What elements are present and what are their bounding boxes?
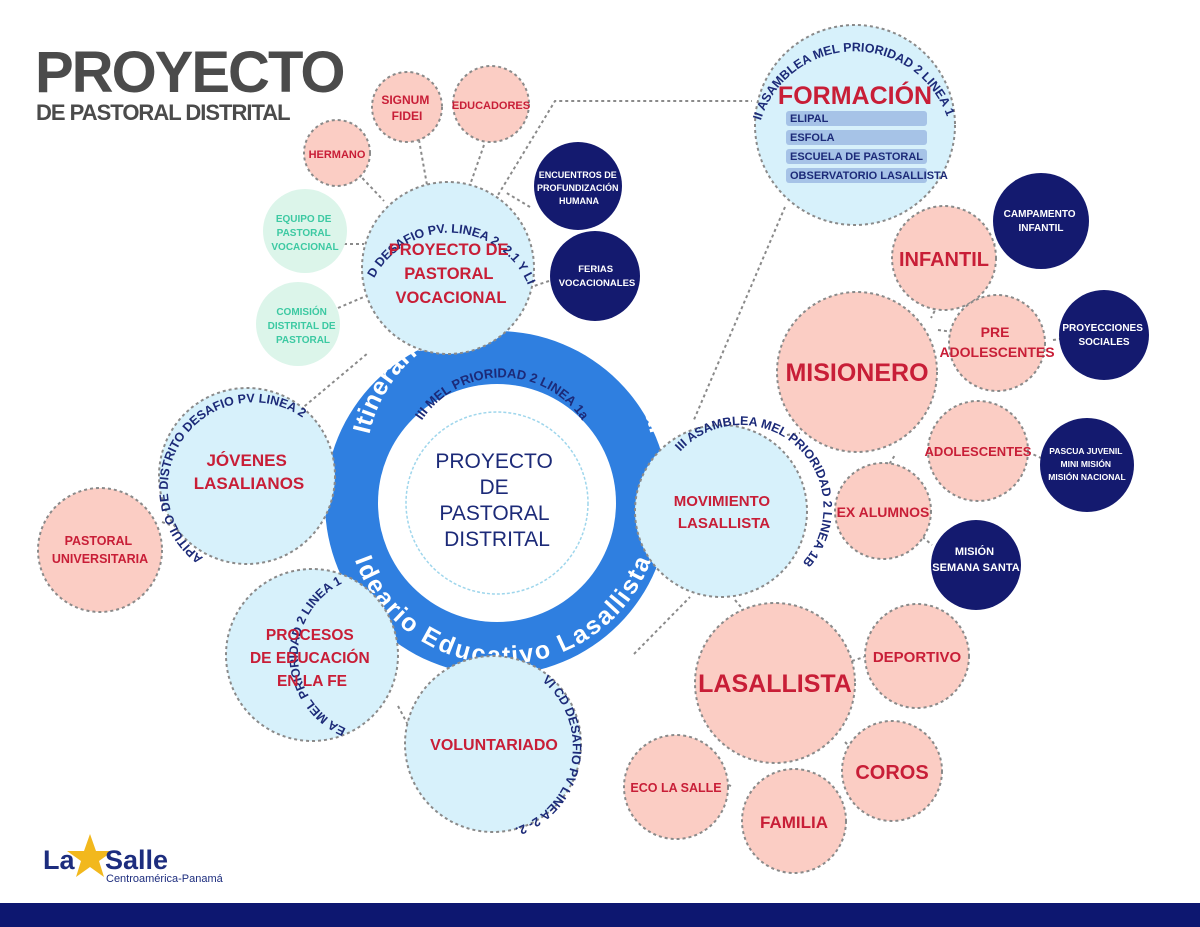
node-educadores: EDUCADORES	[452, 65, 530, 143]
node-hermano: HERMANO	[303, 119, 371, 187]
svg-text:DE PASTORAL DISTRITAL: DE PASTORAL DISTRITAL	[36, 100, 290, 125]
svg-text:ESFOLA: ESFOLA	[790, 132, 835, 144]
node-pastoral-universitaria: PASTORAL UNIVERSITARIA	[37, 487, 163, 613]
svg-text:INFANTIL: INFANTIL	[899, 249, 989, 271]
svg-text:MISIÓN SEMANA SANTA: MISIÓN SEMANA SANTA	[932, 545, 1019, 574]
node-ferias: FERIAS VOCACIONALES	[550, 231, 640, 321]
la-salle-logo: La Salle Centroamérica-Panamá	[43, 834, 224, 885]
svg-text:FERIAS VOCACIONALES: FERIAS VOCACIONALES	[559, 264, 636, 289]
svg-text:ELIPAL: ELIPAL	[790, 113, 829, 125]
node-misionero: MISIONERO	[776, 291, 938, 453]
svg-text:PROCESOS DE EDUCACIÓN: PROCESOS DE EDUCACIÓN EN LA FE	[250, 627, 374, 690]
svg-text:PRE ADOLESCENTES: PRE ADOLESCENTES	[939, 324, 1054, 360]
node-equipo-pastoral: EQUIPO DE PASTORAL VOCACIONAL	[263, 189, 347, 273]
svg-text:PASCUA JUVENIL MINI MISI: PASCUA JUVENIL MINI MISIÓN MISIÓN NACION…	[1048, 446, 1125, 482]
svg-text:MISIONERO: MISIONERO	[785, 359, 928, 387]
svg-text:FORMACIÓN: FORMACIÓN	[778, 80, 932, 110]
footer-bar	[0, 903, 1200, 927]
node-comision-distrital: COMISIÓN DISTRITAL DE PASTORAL	[256, 282, 340, 366]
svg-text:PASTORAL UNIVERSITARIA: PASTORAL UNIVERSITARIA	[52, 534, 148, 566]
node-pascua-juvenil: PASCUA JUVENIL MINI MISIÓN MISIÓN NACION…	[1040, 418, 1134, 512]
svg-text:JÓVENES LASALIANOS: JÓVENES LASALIANOS	[194, 451, 305, 493]
node-proyecciones-sociales: PROYECCIONES SOCIALES	[1059, 290, 1149, 380]
svg-text:EQUIPO DE PASTORAL: EQUIPO DE PASTORAL VOCACIONAL	[271, 214, 338, 253]
svg-text:PROYECCIONES SOCIALES: PROYECCIONES SOCIALES	[1062, 323, 1145, 348]
node-familia: FAMILIA	[741, 768, 847, 874]
node-deportivo: DEPORTIVO	[864, 603, 970, 709]
svg-text:DEPORTIVO: DEPORTIVO	[873, 649, 962, 666]
svg-text:COROS: COROS	[855, 762, 928, 784]
node-pre-adolescentes: PRE ADOLESCENTES	[939, 294, 1055, 392]
page-title: PROYECTO DE PASTORAL DISTRITAL	[35, 40, 345, 125]
svg-text:HERMANO: HERMANO	[309, 149, 366, 161]
svg-text:SIGNUM FIDEI: SIGNUM FIDEI	[381, 93, 432, 123]
center-label: PROYECTO DE PASTORAL DISTRITAL	[435, 450, 558, 551]
node-campamento-infantil: CAMPAMENTO INFANTIL	[993, 173, 1089, 269]
svg-text:EX ALUMNOS: EX ALUMNOS	[837, 504, 930, 520]
svg-text:LASALLISTA: LASALLISTA	[698, 670, 852, 698]
svg-text:La: La	[43, 845, 75, 875]
svg-text:FAMILIA: FAMILIA	[760, 813, 828, 832]
svg-text:COMISIÓN DISTRITAL DE: COMISIÓN DISTRITAL DE PASTORAL	[268, 305, 339, 346]
node-signum-fidei: SIGNUM FIDEI	[371, 71, 443, 143]
node-ex-alumnos: EX ALUMNOS	[834, 462, 932, 560]
svg-text:ECO LA SALLE: ECO LA SALLE	[630, 781, 721, 795]
svg-text:ADOLESCENTES: ADOLESCENTES	[925, 444, 1032, 459]
svg-text:PROYECTO DE PASTORAL: PROYECTO DE PASTORAL VOCACIONAL	[389, 241, 513, 307]
svg-text:Salle: Salle	[105, 845, 168, 875]
node-coros: COROS	[841, 720, 943, 822]
svg-text:Centroamérica-Panamá: Centroamérica-Panamá	[106, 873, 224, 885]
svg-text:ESCUELA DE PASTORAL: ESCUELA DE PASTORAL	[790, 151, 923, 163]
svg-text:PROYECTO: PROYECTO	[35, 40, 343, 105]
node-encuentros: ENCUENTROS DE PROFUNDIZACIÓN HUMANA	[534, 142, 622, 230]
svg-text:MOVIMIENTO LASALLISTA: MOVIMIENTO LASALLISTA	[674, 493, 775, 532]
svg-text:CAMPAMENTO INFANTIL: CAMPAMENTO INFANTIL	[1004, 209, 1079, 234]
node-eco-la-salle: ECO LA SALLE	[623, 734, 729, 840]
svg-text:VOLUNTARIADO: VOLUNTARIADO	[430, 737, 558, 754]
node-adolescentes: ADOLESCENTES	[925, 400, 1032, 502]
node-lasallista: LASALLISTA	[694, 602, 856, 764]
star-icon	[67, 834, 113, 877]
svg-text:OBSERVATORIO LASALLISTA: OBSERVATORIO LASALLISTA	[790, 170, 948, 182]
svg-text:ENCUENTROS DE PROFUNDIZA: ENCUENTROS DE PROFUNDIZACIÓN HUMANA	[537, 170, 621, 206]
node-infantil: INFANTIL	[891, 205, 997, 311]
node-mision-semana-santa: MISIÓN SEMANA SANTA	[931, 520, 1021, 610]
svg-text:EDUCADORES: EDUCADORES	[452, 100, 530, 112]
